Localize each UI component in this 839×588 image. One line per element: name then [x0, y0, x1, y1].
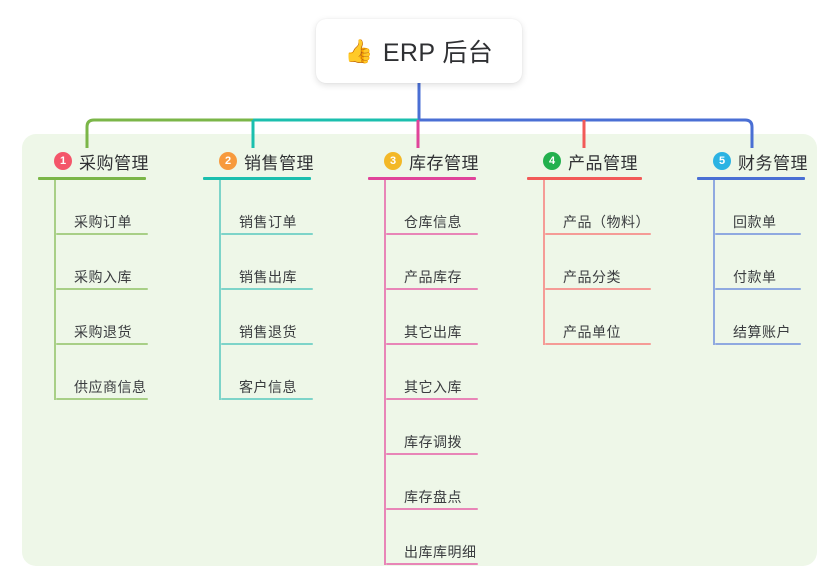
- leaf-item[interactable]: 其它出库: [386, 290, 478, 345]
- branch-leaf-list-4: 产品（物料） 产品分类产品单位: [543, 180, 651, 345]
- leaf-item-label: 产品（物料）: [563, 214, 650, 230]
- leaf-item-rule: [386, 233, 478, 235]
- leaf-item-rule: [56, 398, 148, 400]
- leaf-item[interactable]: 供应商信息: [56, 345, 148, 400]
- leaf-item-label: 客户信息: [239, 379, 297, 395]
- branch-header-rule-4: [527, 177, 642, 180]
- branch-header-5[interactable]: 5 财务管理: [697, 148, 808, 174]
- leaf-item-label: 仓库信息: [404, 214, 462, 230]
- branch-title-5: 财务管理: [738, 153, 808, 173]
- leaf-item-label: 库存调拨: [404, 434, 462, 450]
- leaf-item-label: 销售订单: [239, 214, 297, 230]
- branch-badge-1: 1: [54, 152, 72, 170]
- branch-header-rule-1: [38, 177, 146, 180]
- leaf-item-rule: [56, 288, 148, 290]
- leaf-item-rule: [56, 343, 148, 345]
- leaf-item-rule: [386, 288, 478, 290]
- leaf-item-rule: [386, 508, 478, 510]
- leaf-item[interactable]: 产品单位: [545, 290, 651, 345]
- leaf-item[interactable]: 客户信息: [221, 345, 313, 400]
- leaf-item-label: 采购入库: [74, 269, 132, 285]
- root-node-label: ERP 后台: [382, 39, 494, 67]
- branch-title-1: 采购管理: [79, 153, 149, 173]
- leaf-item-label: 出库库明细: [404, 544, 477, 560]
- branch-header-rule-5: [697, 177, 805, 180]
- leaf-item-label: 产品库存: [404, 269, 462, 285]
- leaf-item[interactable]: 回款单: [715, 180, 805, 235]
- leaf-item-label: 库存盘点: [404, 489, 462, 505]
- thumbs-up-emoji: 👍: [344, 37, 374, 64]
- leaf-item[interactable]: 产品（物料）: [545, 180, 651, 235]
- leaf-item-rule: [221, 398, 313, 400]
- leaf-item-rule: [386, 563, 478, 565]
- leaf-item[interactable]: 库存调拨: [386, 400, 478, 455]
- branch-column-1: 1 采购管理采购订单采购入库采购退货供应商信息: [38, 148, 149, 400]
- leaf-item-label: 采购订单: [74, 214, 132, 230]
- leaf-item[interactable]: 库存盘点: [386, 455, 478, 510]
- leaf-item-rule: [221, 288, 313, 290]
- leaf-item-rule: [715, 288, 801, 290]
- leaf-item-label: 回款单: [733, 214, 777, 230]
- leaf-item[interactable]: 采购入库: [56, 235, 148, 290]
- branch-header-3[interactable]: 3 库存管理: [368, 148, 479, 174]
- leaf-item-rule: [386, 453, 478, 455]
- leaf-item-rule: [715, 343, 801, 345]
- leaf-item-label: 产品单位: [563, 324, 621, 340]
- leaf-item[interactable]: 销售订单: [221, 180, 313, 235]
- branch-leaf-list-5: 回款单付款单结算账户: [713, 180, 805, 345]
- root-node-content: 👍 ERP 后台: [345, 33, 493, 69]
- branch-column-4: 4 产品管理产品（物料） 产品分类产品单位: [527, 148, 651, 345]
- branch-badge-5: 5: [713, 152, 731, 170]
- branch-header-rule-2: [203, 177, 311, 180]
- leaf-item-rule: [545, 233, 651, 235]
- leaf-item[interactable]: 产品库存: [386, 235, 478, 290]
- branch-leaf-list-1: 采购订单采购入库采购退货供应商信息: [54, 180, 148, 400]
- leaf-item[interactable]: 仓库信息: [386, 180, 478, 235]
- branch-column-2: 2 销售管理销售订单销售出库销售退货客户信息: [203, 148, 314, 400]
- leaf-item-label: 销售退货: [239, 324, 297, 340]
- branch-title-2: 销售管理: [244, 153, 314, 173]
- leaf-item[interactable]: 采购退货: [56, 290, 148, 345]
- leaf-item-label: 结算账户: [733, 324, 791, 340]
- branches-background-panel: [22, 134, 817, 566]
- branch-badge-2: 2: [219, 152, 237, 170]
- leaf-item-label: 供应商信息: [74, 379, 147, 395]
- leaf-item-rule: [545, 288, 651, 290]
- branch-leaf-list-2: 销售订单销售出库销售退货客户信息: [219, 180, 313, 400]
- branch-header-1[interactable]: 1 采购管理: [38, 148, 149, 174]
- leaf-item[interactable]: 销售退货: [221, 290, 313, 345]
- branch-title-4: 产品管理: [568, 153, 638, 173]
- leaf-item[interactable]: 付款单: [715, 235, 805, 290]
- leaf-item-rule: [386, 343, 478, 345]
- branch-title-3: 库存管理: [409, 153, 479, 173]
- branch-column-3: 3 库存管理仓库信息产品库存其它出库其它入库库存调拨库存盘点出库库明细: [368, 148, 479, 565]
- leaf-item[interactable]: 产品分类: [545, 235, 651, 290]
- root-node-erp-backend[interactable]: 👍 ERP 后台: [316, 19, 522, 83]
- leaf-item-label: 产品分类: [563, 269, 621, 285]
- leaf-item[interactable]: 销售出库: [221, 235, 313, 290]
- leaf-item-rule: [221, 343, 313, 345]
- branch-leaf-list-3: 仓库信息产品库存其它出库其它入库库存调拨库存盘点出库库明细: [384, 180, 478, 565]
- leaf-item-rule: [56, 233, 148, 235]
- branch-badge-4: 4: [543, 152, 561, 170]
- leaf-item[interactable]: 出库库明细: [386, 510, 478, 565]
- leaf-item[interactable]: 结算账户: [715, 290, 805, 345]
- leaf-item-label: 销售出库: [239, 269, 297, 285]
- leaf-item-label: 其它出库: [404, 324, 462, 340]
- branch-column-5: 5 财务管理回款单付款单结算账户: [697, 148, 808, 345]
- branch-badge-3: 3: [384, 152, 402, 170]
- leaf-item-rule: [715, 233, 801, 235]
- leaf-item[interactable]: 其它入库: [386, 345, 478, 400]
- leaf-item-rule: [386, 398, 478, 400]
- branch-header-2[interactable]: 2 销售管理: [203, 148, 314, 174]
- leaf-item-rule: [221, 233, 313, 235]
- leaf-item-label: 付款单: [733, 269, 777, 285]
- leaf-item-label: 采购退货: [74, 324, 132, 340]
- branch-header-rule-3: [368, 177, 476, 180]
- leaf-item-rule: [545, 343, 651, 345]
- branch-header-4[interactable]: 4 产品管理: [527, 148, 642, 174]
- leaf-item-label: 其它入库: [404, 379, 462, 395]
- leaf-item[interactable]: 采购订单: [56, 180, 148, 235]
